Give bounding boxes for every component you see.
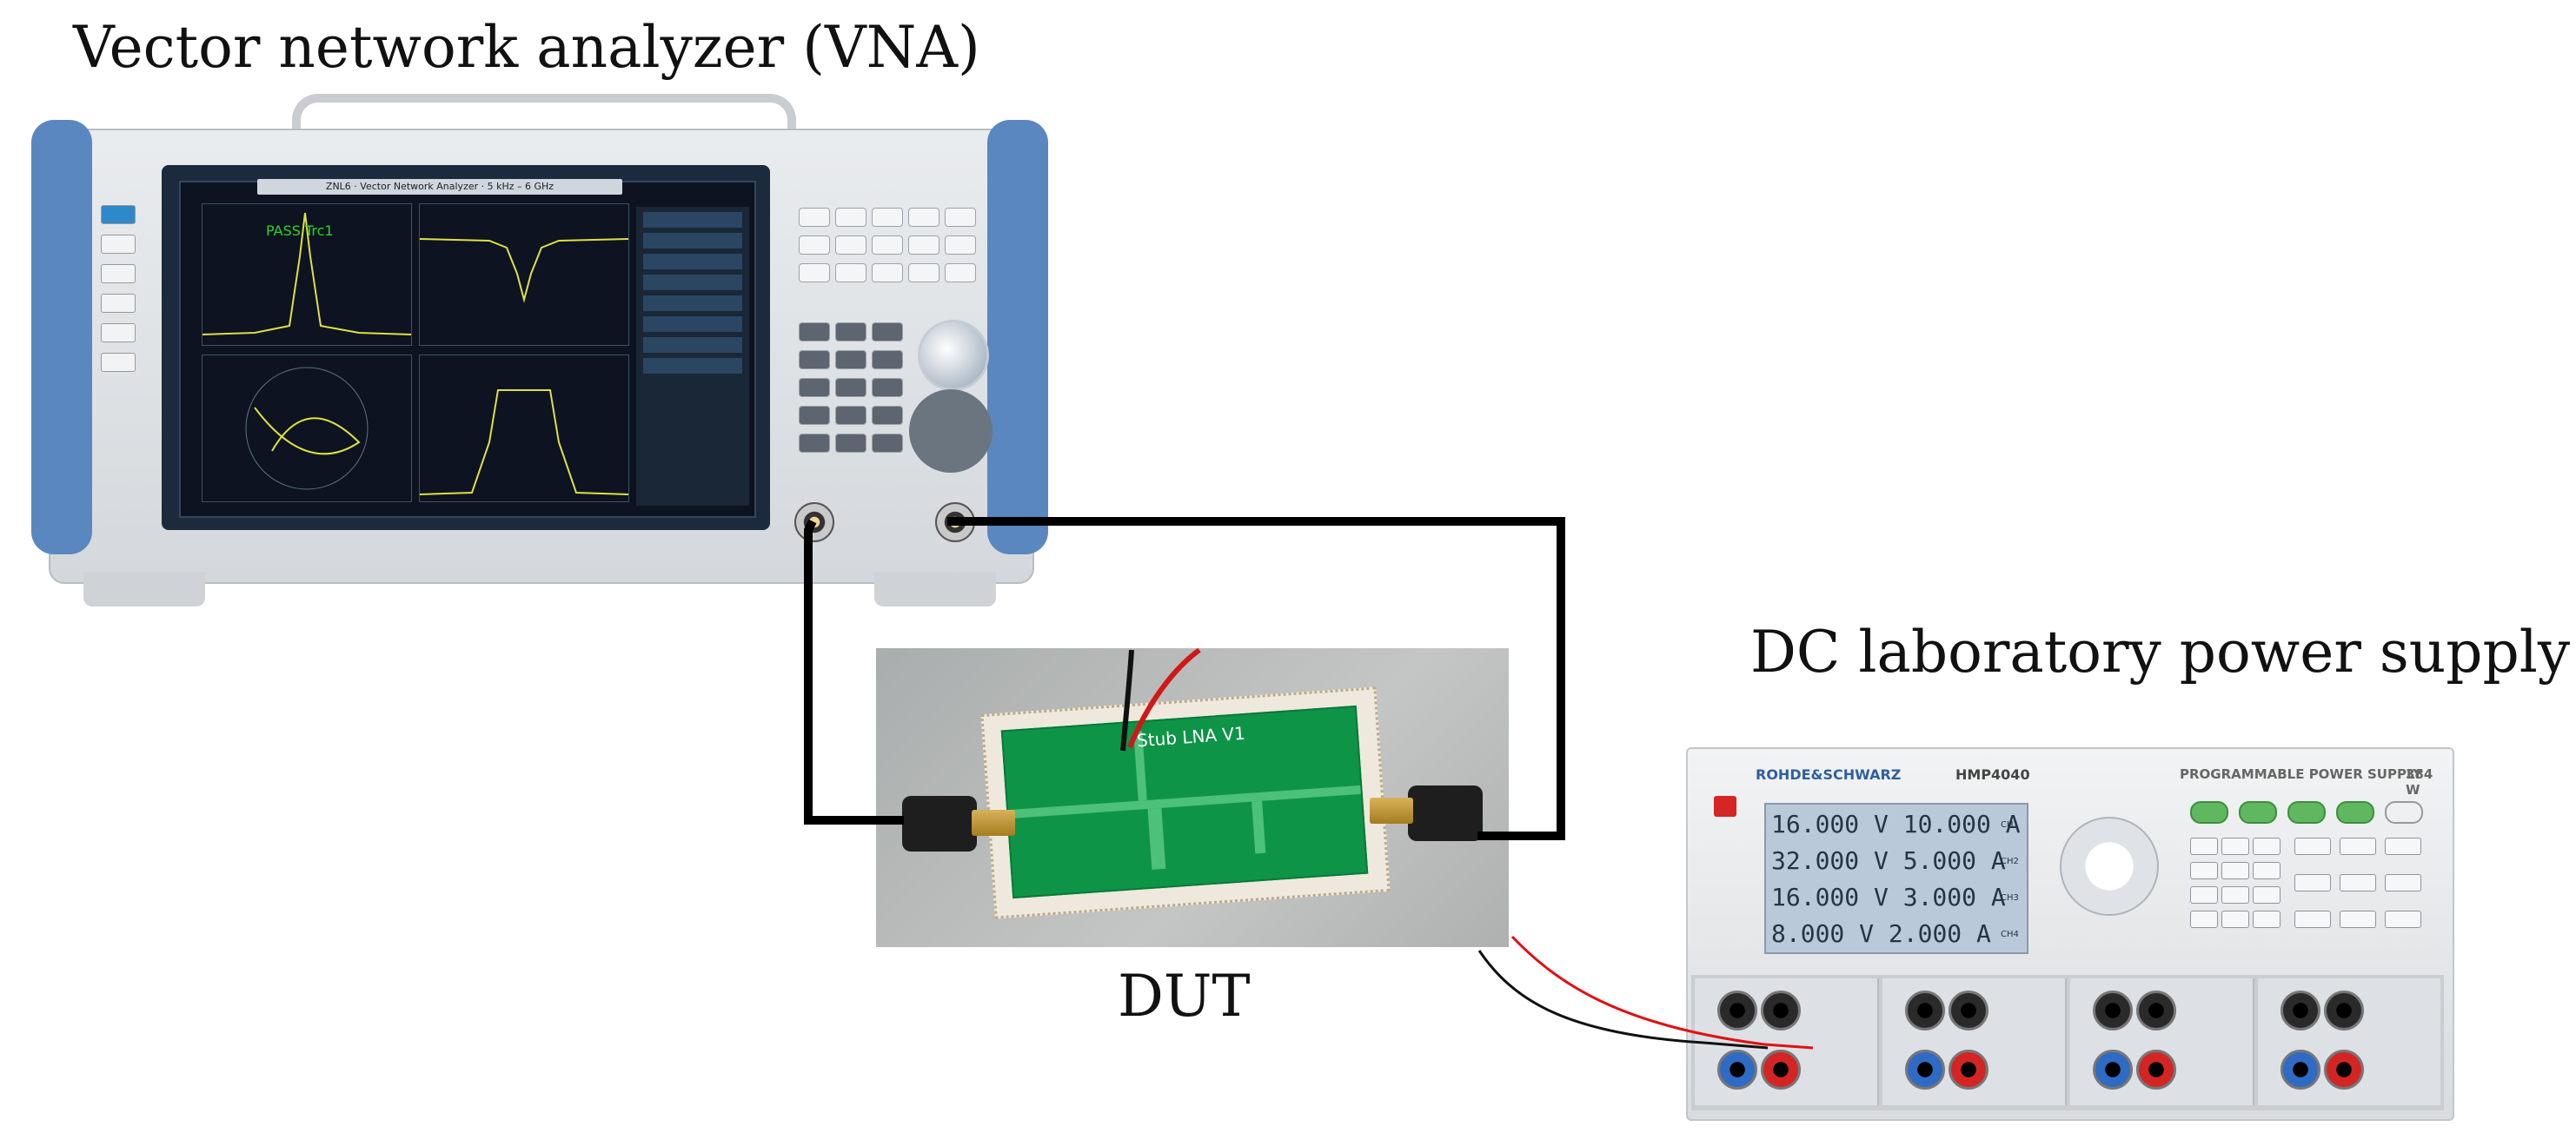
- power-supply-label: DC laboratory power supply: [1750, 619, 2571, 686]
- vna-foot-left: [83, 572, 205, 606]
- vna-title-bar: ZNL6 · Vector Network Analyzer · 5 kHz –…: [257, 179, 622, 195]
- stub-trace-2: [1251, 800, 1266, 854]
- ch1-button: [2190, 801, 2228, 824]
- vna-smith-chart: [202, 355, 412, 502]
- sma-body-right: [1370, 798, 1413, 824]
- setup-key: [101, 235, 136, 254]
- readout-row-1: 16.000 V 10.000 A: [1771, 810, 2021, 838]
- psu-output-ch2: [1882, 978, 2067, 1105]
- output-button: [2385, 801, 2423, 824]
- file-key: [101, 323, 136, 342]
- psu-wattage: 384 W: [2406, 766, 2433, 798]
- readout-row-4: 8.000 V 2.000 A: [1771, 919, 1991, 948]
- vna-softkey-menu: [636, 207, 749, 506]
- vna-trace-plot-1: [202, 203, 412, 346]
- stub-trace: [1147, 807, 1166, 870]
- psu-model: HMP4040: [1955, 766, 2030, 783]
- psu-tagline: PROGRAMMABLE POWER SUPPLY: [2180, 766, 2423, 782]
- vna-handle: [292, 94, 796, 146]
- vna-left-keys: [101, 205, 153, 382]
- psu-display: 16.000 V 10.000 A CH1 32.000 V 5.000 A C…: [1764, 803, 2028, 954]
- dc-power-supply: ROHDE&SCHWARZ HMP4040 PROGRAMMABLE POWER…: [1686, 747, 2454, 1121]
- preset-key: [101, 205, 136, 224]
- vector-network-analyzer: ZNL6 · Vector Network Analyzer · 5 kHz –…: [31, 94, 1048, 606]
- channel-tag-4: CH4: [2001, 930, 2019, 939]
- print-key: [101, 294, 136, 313]
- power-button: [1714, 796, 1736, 817]
- psu-navigation-wheel: [2060, 817, 2159, 916]
- psu-output-ch4: [2258, 978, 2440, 1105]
- psu-output-ch3: [2070, 978, 2254, 1105]
- arrow-keys: [909, 389, 993, 473]
- vna-left-bumper: [31, 120, 92, 554]
- rf-trace: [1008, 785, 1361, 819]
- ch4-button: [2336, 801, 2374, 824]
- pass-indicator: PASS Trc1: [266, 222, 334, 239]
- psu-output-ch1: [1695, 978, 1879, 1105]
- vna-port-2: [935, 502, 975, 542]
- channel-tag-2: CH2: [2001, 857, 2019, 866]
- sma-connector-left: [902, 796, 977, 852]
- vna-right-bumper: [987, 120, 1048, 554]
- vna-function-keys: [796, 205, 996, 288]
- sma-body-left: [972, 810, 1015, 836]
- vna-numeric-keypad: [796, 320, 918, 459]
- dut-label: DUT: [1118, 963, 1251, 1030]
- vna-trace-plot-2: [419, 203, 629, 346]
- ch2-button: [2239, 801, 2277, 824]
- channel-tag-3: CH3: [2001, 893, 2019, 903]
- vna-foot-right: [874, 572, 996, 606]
- vna-port-1: [794, 502, 834, 542]
- readout-row-3: 16.000 V 3.000 A: [1771, 883, 2006, 911]
- channel-tag-1: CH1: [2001, 820, 2019, 830]
- dut-photo: Stub LNA V1: [876, 648, 1509, 947]
- vna-trace-plot-4: [419, 355, 629, 502]
- readout-row-2: 32.000 V 5.000 A: [1771, 846, 2006, 875]
- mode-key: [101, 264, 136, 283]
- touch-key: [101, 353, 136, 372]
- vna-label: Vector network analyzer (VNA): [73, 14, 980, 81]
- sma-connector-right: [1408, 785, 1483, 841]
- psu-brand: ROHDE&SCHWARZ: [1756, 766, 1902, 783]
- rotary-knob: [918, 320, 989, 391]
- ch3-button: [2287, 801, 2326, 824]
